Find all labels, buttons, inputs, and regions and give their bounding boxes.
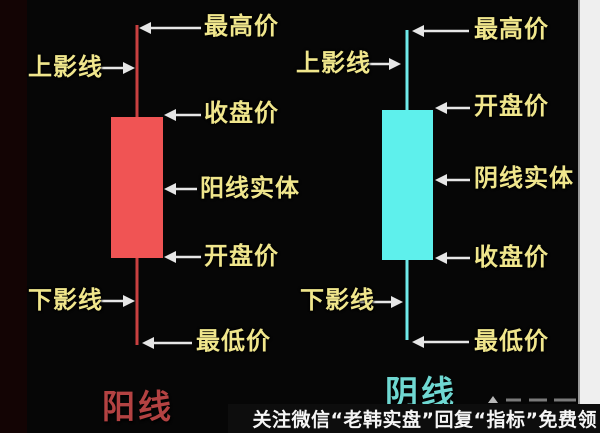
arrow-yang-lowest — [142, 337, 192, 349]
arrow-yin-upper-shadow — [358, 58, 401, 70]
yang-lowest-price-label: 最低价 — [196, 327, 271, 355]
yin-candle — [382, 30, 433, 340]
watermark-text: 关注微信“老韩实盘”回复“指标”免费领 — [252, 409, 597, 431]
arrow-yang-close — [164, 109, 201, 121]
yin-lowest-price-label: 最低价 — [474, 327, 549, 355]
yang-real-body-label: 阳线实体 — [200, 174, 300, 202]
cropped-watermark-hint — [488, 396, 576, 403]
yang-upper-shadow-label: 上影线 — [28, 53, 103, 81]
yin-open-price-label: 开盘价 — [474, 92, 549, 120]
yang-open-price-label: 开盘价 — [204, 242, 279, 270]
arrow-yang-body — [164, 183, 197, 195]
arrow-yin-body — [435, 174, 470, 186]
yang-highest-price-label: 最高价 — [204, 12, 279, 40]
triangle-icon — [488, 396, 498, 403]
yin-real-body-label: 阴线实体 — [474, 164, 574, 192]
arrow-yin-highest — [412, 25, 469, 37]
right-edge-stripe — [578, 0, 600, 405]
arrow-yang-open — [164, 251, 201, 263]
yin-highest-price-label: 最高价 — [474, 15, 549, 43]
arrow-yang-highest — [139, 22, 201, 34]
yin-close-price-label: 收盘价 — [474, 243, 549, 271]
arrow-yin-close — [435, 252, 470, 264]
yang-body-rect — [111, 117, 163, 258]
yang-close-price-label: 收盘价 — [204, 99, 279, 127]
arrow-yang-lower-shadow — [98, 295, 135, 307]
left-edge-tint — [0, 0, 27, 433]
yang-caption: 阳线 — [102, 387, 174, 426]
yang-candle — [111, 25, 163, 345]
yang-lower-shadow-label: 下影线 — [28, 286, 103, 314]
arrow-yin-open — [435, 102, 470, 114]
watermark-bar: 关注微信“老韩实盘”回复“指标”免费领 — [228, 404, 600, 433]
arrow-yin-lowest — [412, 336, 469, 348]
callout-arrows — [98, 22, 470, 349]
arrow-yang-upper-shadow — [98, 62, 135, 74]
yin-body-rect — [382, 110, 433, 260]
arrow-yin-lower-shadow — [360, 296, 403, 308]
yin-upper-shadow-label: 上影线 — [296, 49, 371, 77]
yin-lower-shadow-label: 下影线 — [300, 286, 375, 314]
